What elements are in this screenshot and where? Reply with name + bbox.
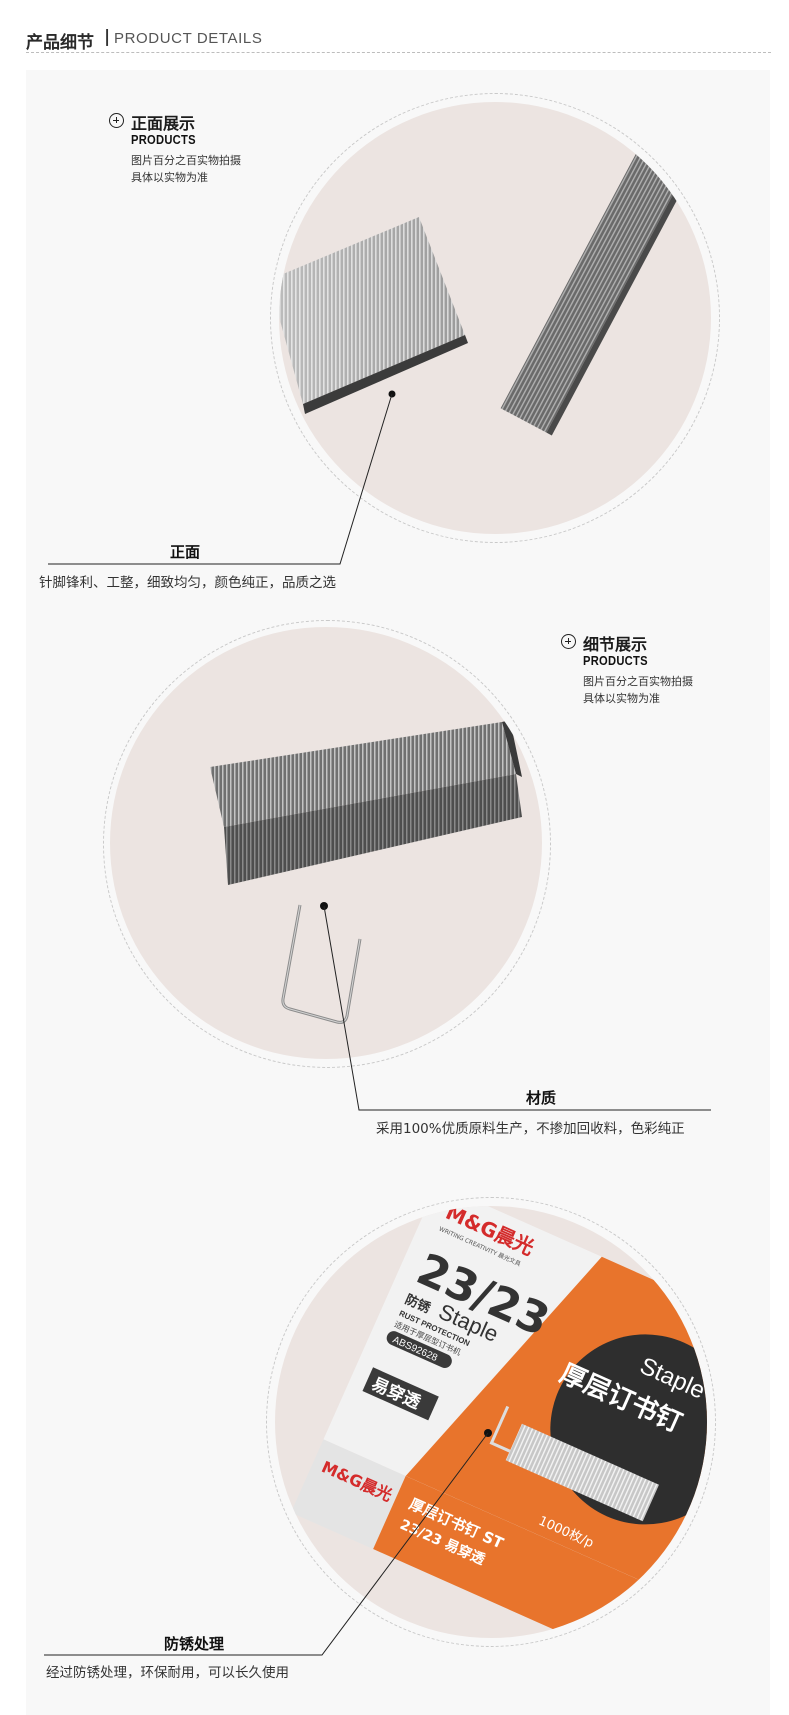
plus-circle-icon [561, 634, 576, 649]
tag-note-line2: 具体以实物为准 [583, 692, 660, 705]
header-divider [26, 52, 771, 53]
plus-circle-icon [109, 113, 124, 128]
tag-subtitle: PRODUCTS [583, 653, 648, 668]
tag-title: 细节展示 [583, 635, 648, 654]
photo-detail-view [110, 627, 542, 1059]
caption-title-front: 正面 [170, 543, 201, 561]
photo-front-view [279, 102, 711, 534]
front-view-tag: 正面展示 PRODUCTS 图片百分之百实物拍摄 具体以实物为准 [109, 110, 309, 190]
staples-front-illustration [279, 125, 703, 436]
tag-subtitle: PRODUCTS [131, 132, 196, 147]
caption-desc-rust: 经过防锈处理，环保耐用，可以长久使用 [46, 1665, 289, 1681]
header-title-cn: 产品细节 [26, 33, 94, 53]
detail-view-tag: 细节展示 PRODUCTS 图片百分之百实物拍摄 具体以实物为准 [561, 631, 761, 711]
circle-ring-front [270, 93, 720, 543]
tag-note-line1: 图片百分之百实物拍摄 [131, 154, 241, 167]
caption-desc-front: 针脚锋利、工整，细致均匀，颜色纯正，品质之选 [39, 575, 336, 591]
circle-ring-package [266, 1197, 716, 1647]
caption-desc-material: 采用100%优质原料生产，不掺加回收料，色彩纯正 [376, 1121, 685, 1137]
caption-title-material: 材质 [526, 1089, 557, 1107]
page-header: 产品细节 | PRODUCT DETAILS [26, 26, 771, 53]
tag-note-line2: 具体以实物为准 [131, 171, 208, 184]
caption-title-rust: 防锈处理 [164, 1635, 225, 1653]
header-title-en: PRODUCT DETAILS [114, 30, 263, 47]
tag-title: 正面展示 [131, 114, 196, 133]
tag-note-line1: 图片百分之百实物拍摄 [583, 675, 693, 688]
photo-package: M&G晨光 WRITING CREATIVITY 晨光文具 23/23 防锈 S… [275, 1206, 707, 1638]
package-illustration: M&G晨光 WRITING CREATIVITY 晨光文具 23/23 防锈 S… [290, 1206, 707, 1638]
staples-detail-illustration [210, 720, 522, 1024]
header-separator: | [104, 27, 111, 47]
